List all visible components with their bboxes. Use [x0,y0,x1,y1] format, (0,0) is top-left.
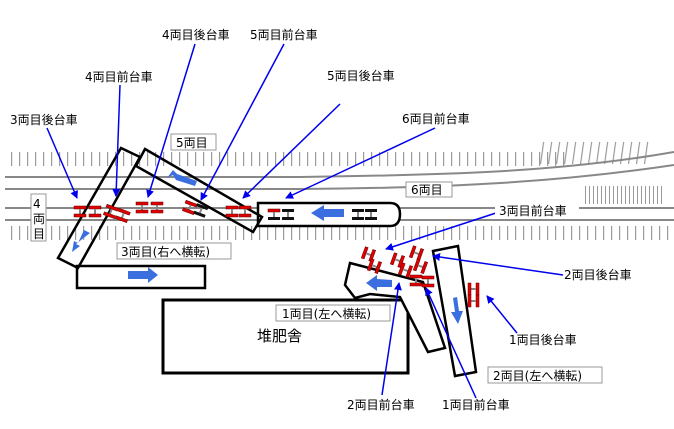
car5-label: 5両目 [176,136,208,150]
motion-arrow-icon [366,275,392,291]
bogie-icon [467,282,480,296]
label-car4-front-bogie: 4両目前台車 [85,69,153,84]
car4-label-3: 目 [33,227,45,241]
bogie-icon [467,294,480,308]
label-car1-front-bogie: 1両目前台車 [442,397,510,412]
callout-line [432,253,564,276]
callout-line [46,127,78,199]
car4-label-2: 両 [33,212,45,226]
car-2 [431,244,478,378]
car1-label: 1両目(左へ横転) [282,306,371,321]
callout-line [112,84,121,197]
track-ties [8,142,674,240]
callout-line [146,43,196,198]
motion-arrow-icon [72,230,90,252]
callout-line [381,282,402,396]
callout-line [425,287,477,399]
label-car2-rear-bogie: 2両目後台車 [564,267,632,282]
callout-line [385,211,500,251]
label-car6-front-bogie: 6両目前台車 [402,111,470,126]
bogie-icon [225,205,239,218]
car-5 [134,147,264,234]
motion-arrow-icon [167,170,197,186]
label-car3-front-bogie: 3両目前台車 [499,203,567,218]
car2-label: 2両目(左へ横転) [493,368,582,383]
label-car1-rear-bogie: 1両目後台車 [509,332,577,347]
motion-arrow-icon [128,267,158,283]
label-car4-rear-bogie: 4両目後台車 [162,27,230,42]
label-car5-front-bogie: 5両目前台車 [250,27,318,42]
car-4 [56,146,142,270]
label-car5-rear-bogie: 5両目後台車 [327,68,395,83]
bogie-icon [408,245,425,262]
bogie-icon [238,205,252,218]
bogie-icon [88,205,102,218]
label-car2-front-bogie: 2両目前台車 [347,397,415,412]
callout-line [200,43,285,201]
label-car3-rear-bogie: 3両目後台車 [10,112,78,127]
callout-line [285,127,436,199]
motion-arrow-icon [451,297,463,324]
car3-label: 3両目(右へ横転) [121,244,210,259]
compost-shed-label: 堆肥舎 [257,327,302,345]
callout-line [486,295,518,334]
car4-label-1: 4 [33,197,41,211]
motion-arrow-icon [311,205,344,221]
bogie-icon [412,258,429,275]
car6-label: 6両目 [411,183,443,197]
callout-line [242,103,341,199]
